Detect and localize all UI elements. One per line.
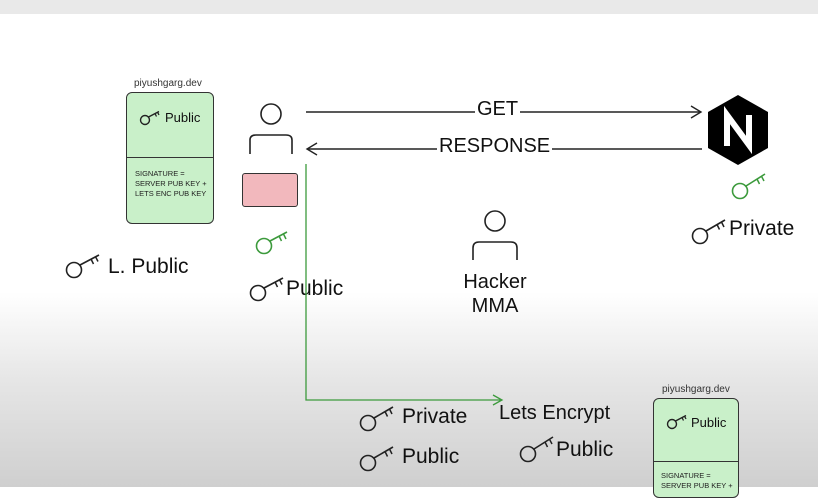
green-key-icon xyxy=(731,173,766,200)
signature-line: SIGNATURE = xyxy=(661,471,711,480)
client-public-label: Public xyxy=(286,277,344,300)
top-bar xyxy=(0,0,818,14)
key-icon xyxy=(359,406,394,432)
lets-encrypt-title: Lets Encrypt xyxy=(499,402,611,424)
client-user-icon xyxy=(249,103,293,154)
left-certificate: Public SIGNATURE = SERVER PUB KEY + LETS… xyxy=(126,92,214,224)
right-cert-key-label: Public xyxy=(691,415,727,430)
key-icon xyxy=(249,277,284,302)
nginx-logo-icon xyxy=(708,95,768,165)
left-cert-domain: piyushgarg.dev xyxy=(134,78,202,89)
server-private-label: Private xyxy=(729,217,795,240)
cert-divider xyxy=(654,461,738,462)
key-icon xyxy=(139,110,160,126)
le-authority-public-label: Public xyxy=(556,438,614,461)
signature-line: SERVER PUB KEY + xyxy=(135,179,207,188)
le-private-label: Private xyxy=(402,405,468,428)
cert-divider xyxy=(127,157,213,158)
key-icon xyxy=(691,219,726,245)
response-label: RESPONSE xyxy=(437,135,553,158)
hacker-line: Hacker xyxy=(463,271,527,293)
left-cert-signature: SIGNATURE = SERVER PUB KEY + LETS ENC PU… xyxy=(135,169,207,199)
le-public-label: Public xyxy=(402,445,460,468)
signature-line: SERVER PUB KEY + xyxy=(661,481,733,490)
green-key-icon xyxy=(255,231,288,255)
hacker-label: Hacker MMA xyxy=(455,270,535,318)
signature-line: SIGNATURE = xyxy=(135,169,185,178)
right-cert-domain: piyushgarg.dev xyxy=(662,384,730,395)
hacker-user-icon xyxy=(472,210,518,260)
key-icon xyxy=(359,446,394,472)
hacker-line: MMA xyxy=(471,295,519,317)
key-icon xyxy=(65,254,100,279)
right-cert-signature: SIGNATURE = SERVER PUB KEY + xyxy=(661,471,733,491)
get-label: GET xyxy=(475,98,521,121)
client-box xyxy=(242,173,298,207)
key-icon xyxy=(519,436,554,463)
signature-line: LETS ENC PUB KEY xyxy=(135,189,207,198)
green-connector-arrow xyxy=(305,164,504,406)
left-key-label: L. Public xyxy=(108,255,189,278)
key-icon xyxy=(666,414,687,430)
diagram-canvas: piyushgarg.dev Public SIGNATURE = SERVER… xyxy=(65,78,795,498)
right-certificate: Public SIGNATURE = SERVER PUB KEY + xyxy=(653,398,739,498)
left-cert-key-label: Public xyxy=(165,110,201,125)
